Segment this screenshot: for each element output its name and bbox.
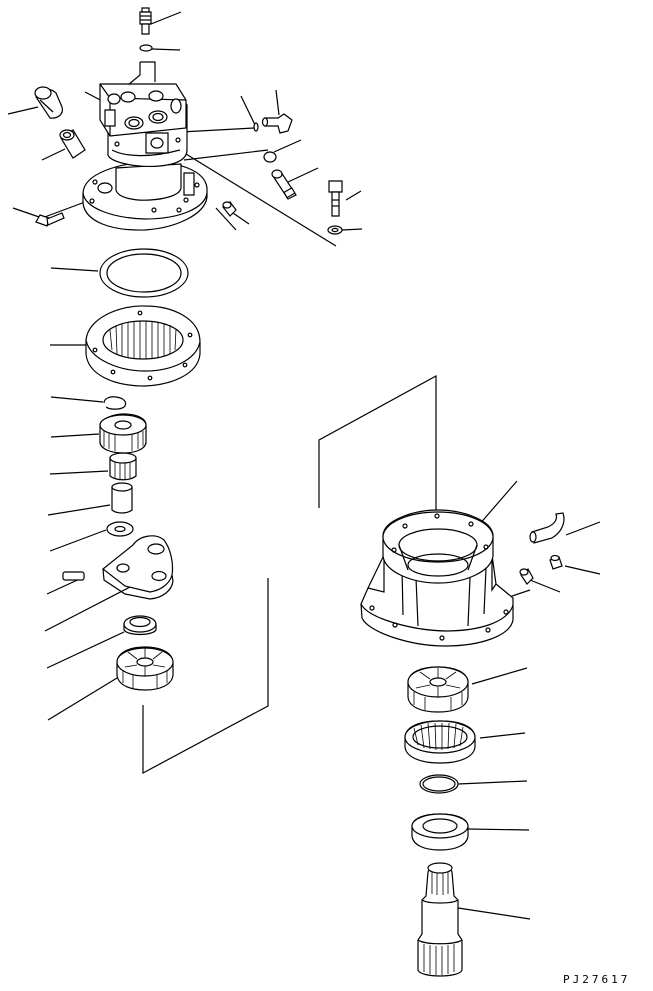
small-plug xyxy=(223,202,236,216)
swing-machinery-case xyxy=(361,510,513,646)
oil-seal xyxy=(412,814,468,850)
motor-housing-assembly xyxy=(35,8,342,234)
left-adapter xyxy=(60,130,85,158)
o-ring-right xyxy=(420,775,458,793)
elbow-fitting xyxy=(263,114,293,133)
round-plug xyxy=(264,152,276,162)
large-seal-ring xyxy=(100,249,188,297)
thrust-washer xyxy=(107,522,133,536)
spring-washer xyxy=(124,616,156,635)
right-elbow-fitting xyxy=(530,513,564,543)
spur-gear xyxy=(100,414,146,453)
leader-lines xyxy=(8,12,600,919)
right-nipple xyxy=(550,556,562,570)
washer xyxy=(328,226,342,234)
hex-bolt xyxy=(329,181,342,216)
top-plug-screw xyxy=(140,8,151,34)
left-bolt xyxy=(36,213,64,226)
needle-bearing xyxy=(110,453,136,480)
ring-gear xyxy=(86,306,200,386)
pinion-shaft xyxy=(418,863,462,976)
sun-gear-left xyxy=(117,647,173,690)
snap-ring xyxy=(104,397,126,409)
planet-gear-right xyxy=(408,667,468,712)
motor-body xyxy=(100,84,194,200)
shaft-pin xyxy=(112,483,132,513)
small-pin xyxy=(254,123,258,131)
top-o-ring xyxy=(140,45,152,51)
roller-bearing xyxy=(405,721,475,763)
left-sensor-plug xyxy=(35,87,62,118)
drawing-reference-code: PJ27617 xyxy=(563,973,631,986)
assembly-lines xyxy=(42,62,436,773)
right-small-plug xyxy=(520,569,533,584)
straight-fitting xyxy=(272,170,296,199)
planet-carrier xyxy=(63,536,173,599)
